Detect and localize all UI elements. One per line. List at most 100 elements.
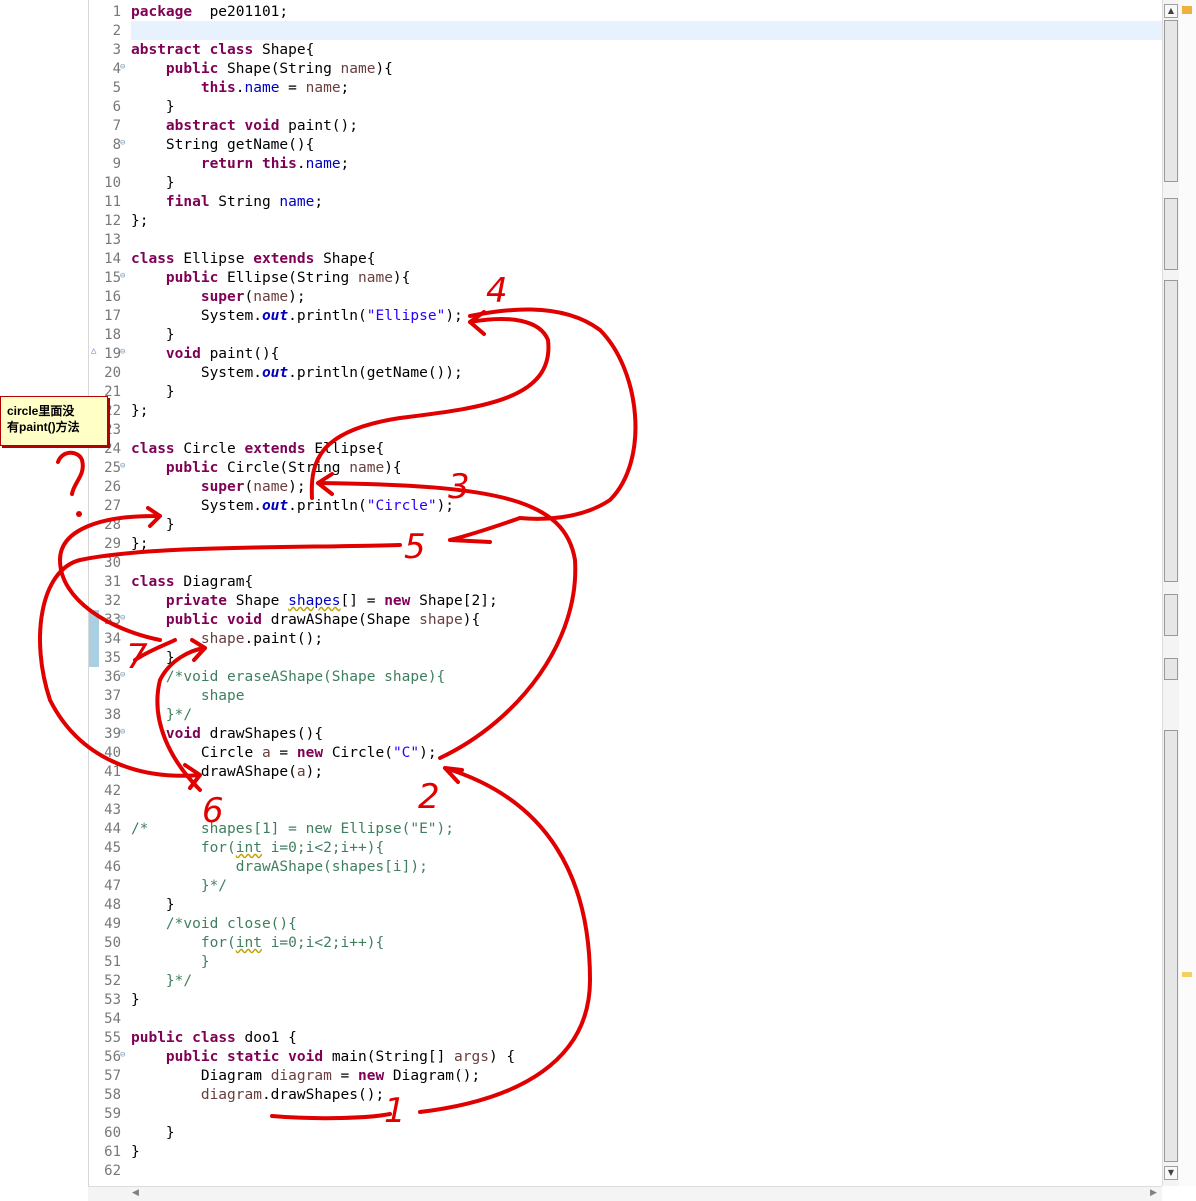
- code-line[interactable]: 22};: [89, 402, 1163, 421]
- code-line[interactable]: 50 for(int i=0;i<2;i++){: [89, 934, 1163, 953]
- code-line[interactable]: 17 System.out.println("Ellipse");: [89, 307, 1163, 326]
- code-line[interactable]: 23: [89, 421, 1163, 440]
- fold-collapse-icon[interactable]: ⊖: [120, 138, 126, 148]
- scrollbar-thumb[interactable]: [1164, 730, 1178, 1162]
- scroll-up-arrow-icon[interactable]: ▲: [1164, 4, 1178, 18]
- code-line[interactable]: 40 Circle a = new Circle("C");: [89, 744, 1163, 763]
- code-line[interactable]: 12};: [89, 212, 1163, 231]
- fold-collapse-icon[interactable]: ⊖: [120, 62, 126, 72]
- code-text[interactable]: public Shape(String name){: [131, 60, 393, 79]
- warning-overview-mark[interactable]: [1182, 972, 1192, 977]
- code-line[interactable]: 57 Diagram diagram = new Diagram();: [89, 1067, 1163, 1086]
- code-text[interactable]: }*/: [131, 972, 192, 991]
- code-line[interactable]: 56⊖ public static void main(String[] arg…: [89, 1048, 1163, 1067]
- code-line[interactable]: 54: [89, 1010, 1163, 1029]
- code-line[interactable]: 62: [89, 1162, 1163, 1181]
- code-line[interactable]: 35 }: [89, 649, 1163, 668]
- code-line[interactable]: 2: [89, 22, 1163, 41]
- code-line[interactable]: 15⊖ public Ellipse(String name){: [89, 269, 1163, 288]
- fold-collapse-icon[interactable]: ⊖: [120, 271, 126, 281]
- code-line[interactable]: 32 private Shape shapes[] = new Shape[2]…: [89, 592, 1163, 611]
- code-line[interactable]: 4⊖ public Shape(String name){: [89, 60, 1163, 79]
- code-text[interactable]: System.out.println(getName());: [131, 364, 463, 383]
- code-line[interactable]: 43: [89, 801, 1163, 820]
- code-line[interactable]: 49 /*void close(){: [89, 915, 1163, 934]
- fold-collapse-icon[interactable]: ⊖: [120, 1050, 126, 1060]
- code-line[interactable]: 47 }*/: [89, 877, 1163, 896]
- code-line[interactable]: 36⊖ /*void eraseAShape(Shape shape){: [89, 668, 1163, 687]
- scrollbar-thumb[interactable]: [1164, 20, 1178, 182]
- code-text[interactable]: }: [131, 1143, 140, 1162]
- code-line[interactable]: 21 }: [89, 383, 1163, 402]
- code-text[interactable]: shape.paint();: [131, 630, 323, 649]
- code-line[interactable]: 28 }: [89, 516, 1163, 535]
- fold-collapse-icon[interactable]: ⊖: [120, 461, 126, 471]
- code-text[interactable]: package pe201101;: [131, 3, 288, 22]
- code-text[interactable]: this.name = name;: [131, 79, 349, 98]
- code-line[interactable]: 26 super(name);: [89, 478, 1163, 497]
- code-text[interactable]: shape: [131, 687, 245, 706]
- code-text[interactable]: return this.name;: [131, 155, 349, 174]
- code-text[interactable]: }: [131, 326, 175, 345]
- code-text[interactable]: System.out.println("Ellipse");: [131, 307, 463, 326]
- code-line[interactable]: 60 }: [89, 1124, 1163, 1143]
- code-text[interactable]: public void drawAShape(Shape shape){: [131, 611, 480, 630]
- code-line[interactable]: 30: [89, 554, 1163, 573]
- code-text[interactable]: public Ellipse(String name){: [131, 269, 410, 288]
- code-text[interactable]: for(int i=0;i<2;i++){: [131, 934, 384, 953]
- code-line[interactable]: 52 }*/: [89, 972, 1163, 991]
- code-line[interactable]: 37 shape: [89, 687, 1163, 706]
- code-line[interactable]: 45 for(int i=0;i<2;i++){: [89, 839, 1163, 858]
- code-text[interactable]: Circle a = new Circle("C");: [131, 744, 437, 763]
- code-line[interactable]: 18 }: [89, 326, 1163, 345]
- code-text[interactable]: public static void main(String[] args) {: [131, 1048, 515, 1067]
- code-line[interactable]: 7 abstract void paint();: [89, 117, 1163, 136]
- code-text[interactable]: }: [131, 953, 210, 972]
- code-text[interactable]: public Circle(String name){: [131, 459, 402, 478]
- code-line[interactable]: 16 super(name);: [89, 288, 1163, 307]
- code-line[interactable]: 46 drawAShape(shapes[i]);: [89, 858, 1163, 877]
- scrollbar-thumb[interactable]: [1164, 280, 1178, 582]
- code-text[interactable]: }*/: [131, 706, 192, 725]
- code-line[interactable]: 11 final String name;: [89, 193, 1163, 212]
- code-line[interactable]: 20 System.out.println(getName());: [89, 364, 1163, 383]
- fold-collapse-icon[interactable]: ⊖: [120, 613, 126, 623]
- code-line[interactable]: 10 }: [89, 174, 1163, 193]
- vertical-scrollbar[interactable]: ▲ ▼: [1162, 0, 1179, 1186]
- code-text[interactable]: abstract void paint();: [131, 117, 358, 136]
- code-text[interactable]: super(name);: [131, 478, 306, 497]
- code-line[interactable]: 34 shape.paint();: [89, 630, 1163, 649]
- code-text[interactable]: class Ellipse extends Shape{: [131, 250, 375, 269]
- code-text[interactable]: class Circle extends Ellipse{: [131, 440, 384, 459]
- code-text[interactable]: drawAShape(a);: [131, 763, 323, 782]
- code-text[interactable]: private Shape shapes[] = new Shape[2];: [131, 592, 498, 611]
- fold-collapse-icon[interactable]: ⊖: [120, 670, 126, 680]
- code-line[interactable]: 25⊖ public Circle(String name){: [89, 459, 1163, 478]
- code-line[interactable]: 39⊖ void drawShapes(){: [89, 725, 1163, 744]
- code-text[interactable]: Diagram diagram = new Diagram();: [131, 1067, 480, 1086]
- code-line[interactable]: 48 }: [89, 896, 1163, 915]
- code-text[interactable]: public class doo1 {: [131, 1029, 297, 1048]
- code-line[interactable]: 5 this.name = name;: [89, 79, 1163, 98]
- code-line[interactable]: 13: [89, 231, 1163, 250]
- code-text[interactable]: void drawShapes(){: [131, 725, 323, 744]
- code-text[interactable]: }: [131, 383, 175, 402]
- code-line[interactable]: 9 return this.name;: [89, 155, 1163, 174]
- code-line[interactable]: 8⊖ String getName(){: [89, 136, 1163, 155]
- code-text[interactable]: }: [131, 991, 140, 1010]
- overview-ruler[interactable]: [1179, 0, 1196, 1186]
- error-overview-icon[interactable]: [1182, 6, 1192, 14]
- code-text[interactable]: super(name);: [131, 288, 306, 307]
- code-text[interactable]: for(int i=0;i<2;i++){: [131, 839, 384, 858]
- code-text[interactable]: /*void close(){: [131, 915, 297, 934]
- fold-collapse-icon[interactable]: ⊖: [120, 727, 126, 737]
- code-line[interactable]: 59: [89, 1105, 1163, 1124]
- scroll-down-arrow-icon[interactable]: ▼: [1164, 1166, 1178, 1180]
- horizontal-scrollbar[interactable]: ◀ ▶: [88, 1186, 1162, 1201]
- code-text[interactable]: String getName(){: [131, 136, 314, 155]
